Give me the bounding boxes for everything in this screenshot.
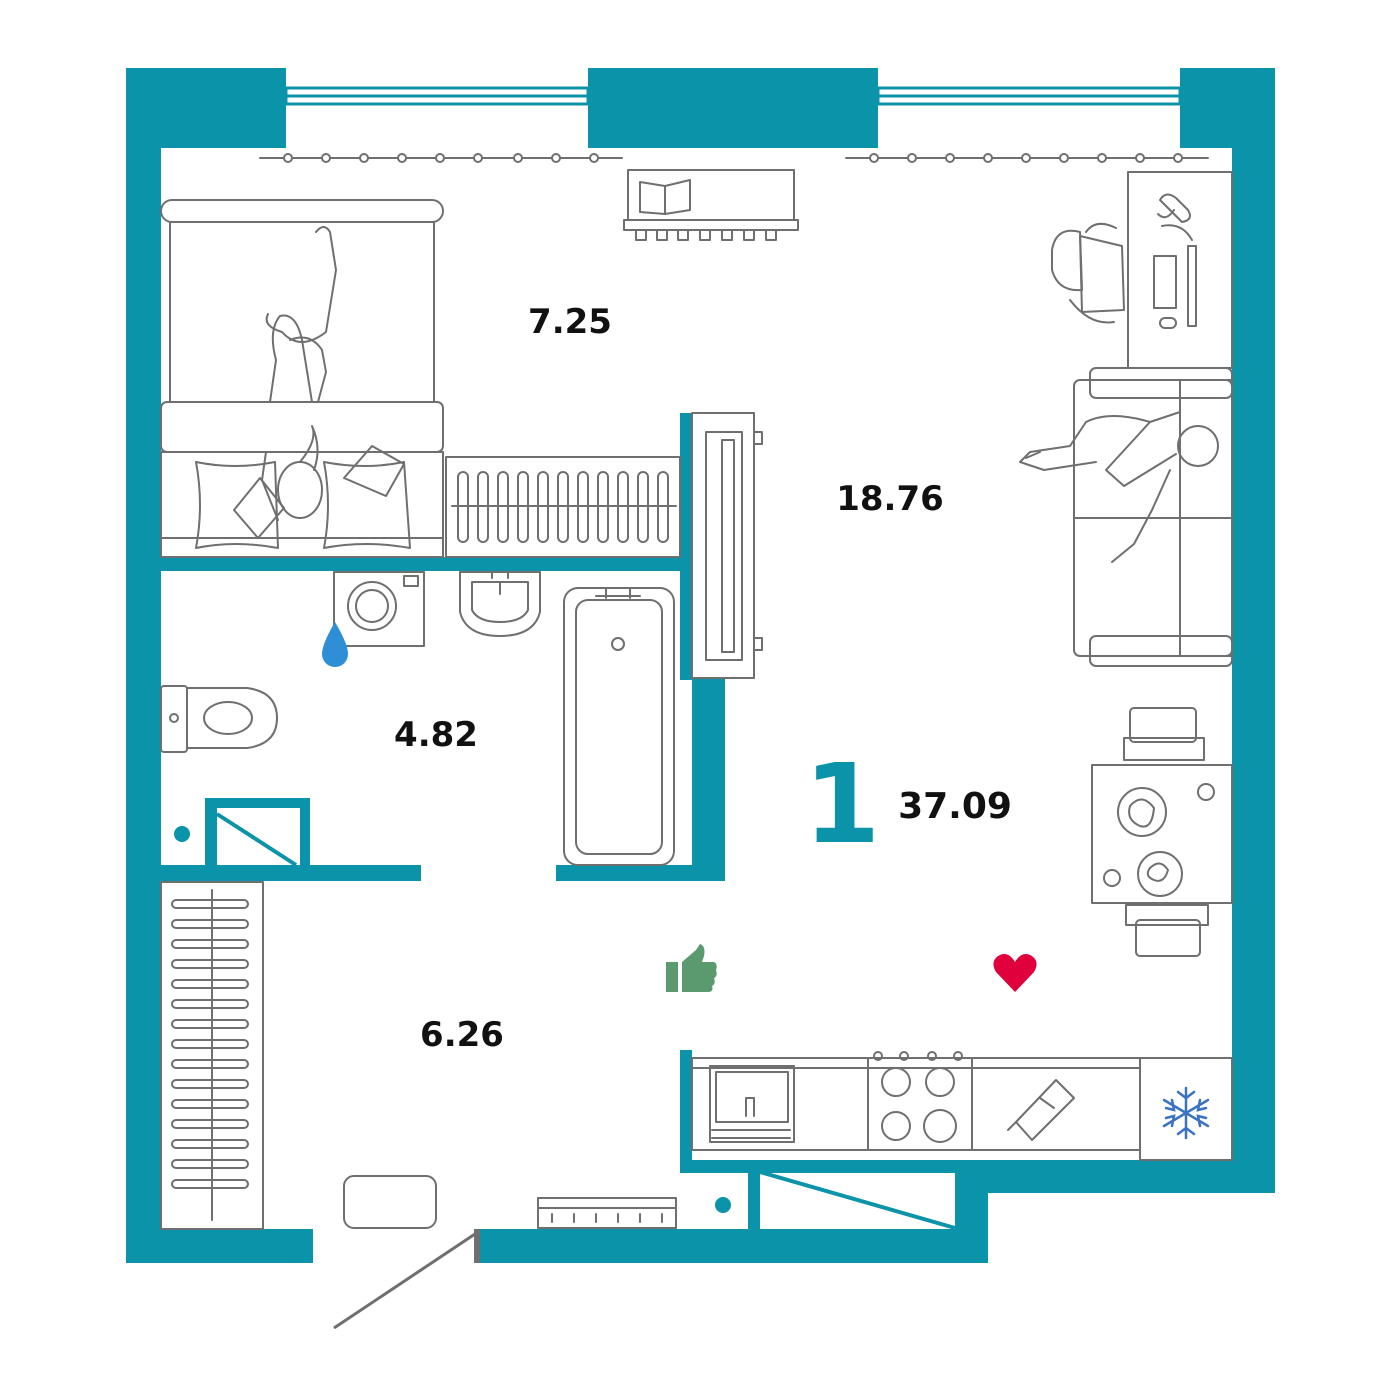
bathroom-fixtures bbox=[160, 571, 675, 866]
hallway-fixtures bbox=[160, 881, 677, 1230]
bathroom-area-label: 4.82 bbox=[394, 715, 478, 755]
snowflake-icon bbox=[1162, 1086, 1210, 1140]
living-area-label: 18.76 bbox=[836, 479, 944, 519]
tv-cabinet bbox=[691, 412, 763, 679]
rooms-count-label: 1 bbox=[804, 740, 881, 868]
dining-table bbox=[1091, 707, 1233, 957]
hallway-area-label: 6.26 bbox=[420, 1015, 504, 1055]
heart-icon bbox=[993, 954, 1037, 992]
bookshelf bbox=[623, 169, 799, 241]
water-drop-icon bbox=[322, 622, 348, 667]
doors bbox=[174, 812, 956, 1330]
kitchen bbox=[691, 1051, 1233, 1161]
total-area-label: 37.09 bbox=[898, 786, 1012, 827]
curtains bbox=[259, 153, 1209, 163]
bedroom-wardrobe bbox=[445, 456, 681, 558]
windows bbox=[284, 86, 1182, 106]
desk bbox=[1051, 171, 1233, 369]
walls bbox=[126, 68, 1275, 1263]
bedroom-area-label: 7.25 bbox=[528, 302, 612, 342]
thumbs-up-icon bbox=[666, 944, 717, 992]
sofa bbox=[1019, 367, 1233, 667]
bed bbox=[160, 199, 444, 558]
